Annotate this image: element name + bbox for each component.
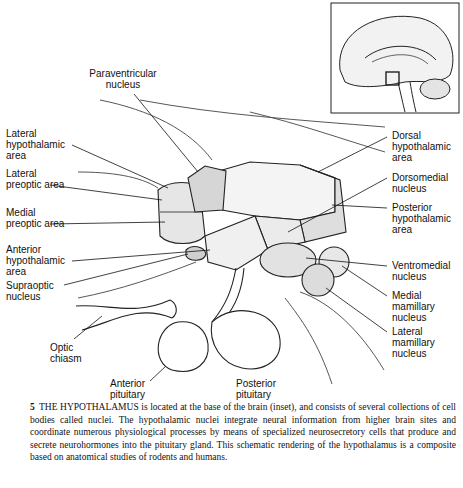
corpus-callosum [372,55,428,64]
structure-label: Supraoptic nucleus [6,280,70,302]
figure-caption: THE HYPOTHALAMUS is located at the base … [30,401,456,464]
pituitary [158,268,280,371]
lateral-mamillary [302,264,334,296]
hypothalamic-nuclei [158,162,349,296]
structure-label: Lateral hypothalamic area [6,128,70,161]
structure-label: Optic chiasm [50,342,100,364]
leader-line [64,254,188,285]
leader-line [342,266,387,296]
optic-tract [76,300,170,308]
anterior-pituitary-lobe [158,322,208,372]
contour-line [300,292,384,370]
leader-line [50,185,162,200]
structure-label: Anterior hypothalamic area [6,244,70,277]
inset-frame [331,3,459,113]
structure-label: Dorsal hypothalamic area [392,130,458,163]
leader-line [332,205,387,208]
leader-line [74,316,102,339]
brain-contours [78,100,385,384]
hypothalamus-marker [386,72,399,85]
structure-label: Anterior pituitary [110,378,162,400]
structure-label: Lateral mamillary nucleus [392,326,458,359]
structure-label: Posterior hypothalamic area [392,202,458,235]
paraventricular-block [188,166,226,212]
brain-inset [331,3,459,113]
brainstem [398,82,416,112]
leader-line [306,258,387,266]
leader-line [72,250,210,261]
leader-line [288,178,387,232]
structure-label: Dorsomedial nucleus [392,172,458,194]
optic-tract [170,300,176,318]
figure-number: 5 [30,401,40,414]
anterior-area [205,216,268,270]
leader-lines [50,94,387,381]
posterior-area [300,165,346,242]
leader-line [72,145,168,188]
contour-line [250,112,385,152]
leader-line [134,94,198,172]
corpus-callosum [365,46,436,60]
structure-label: Ventromedial nucleus [392,260,458,282]
contour-line [140,100,385,127]
contour-line [78,172,158,188]
posterior-pituitary-lobe [211,311,280,369]
cerebrum-outline [340,16,453,86]
leader-line [318,137,387,172]
contour-line [78,262,196,298]
leader-line [50,222,165,224]
supraoptic-shape [186,247,206,261]
structure-label: Paraventricular nucleus [83,68,163,90]
cerebellum [420,79,450,99]
structure-label: Medial preoptic area [6,207,70,229]
leader-line [326,288,387,332]
leader-line [150,366,166,381]
structure-label: Medial mamillary nucleus [392,290,458,323]
structure-label: Lateral preoptic area [6,168,70,190]
structure-label: Posterior pituitary [236,378,288,400]
contour-line [285,298,332,384]
